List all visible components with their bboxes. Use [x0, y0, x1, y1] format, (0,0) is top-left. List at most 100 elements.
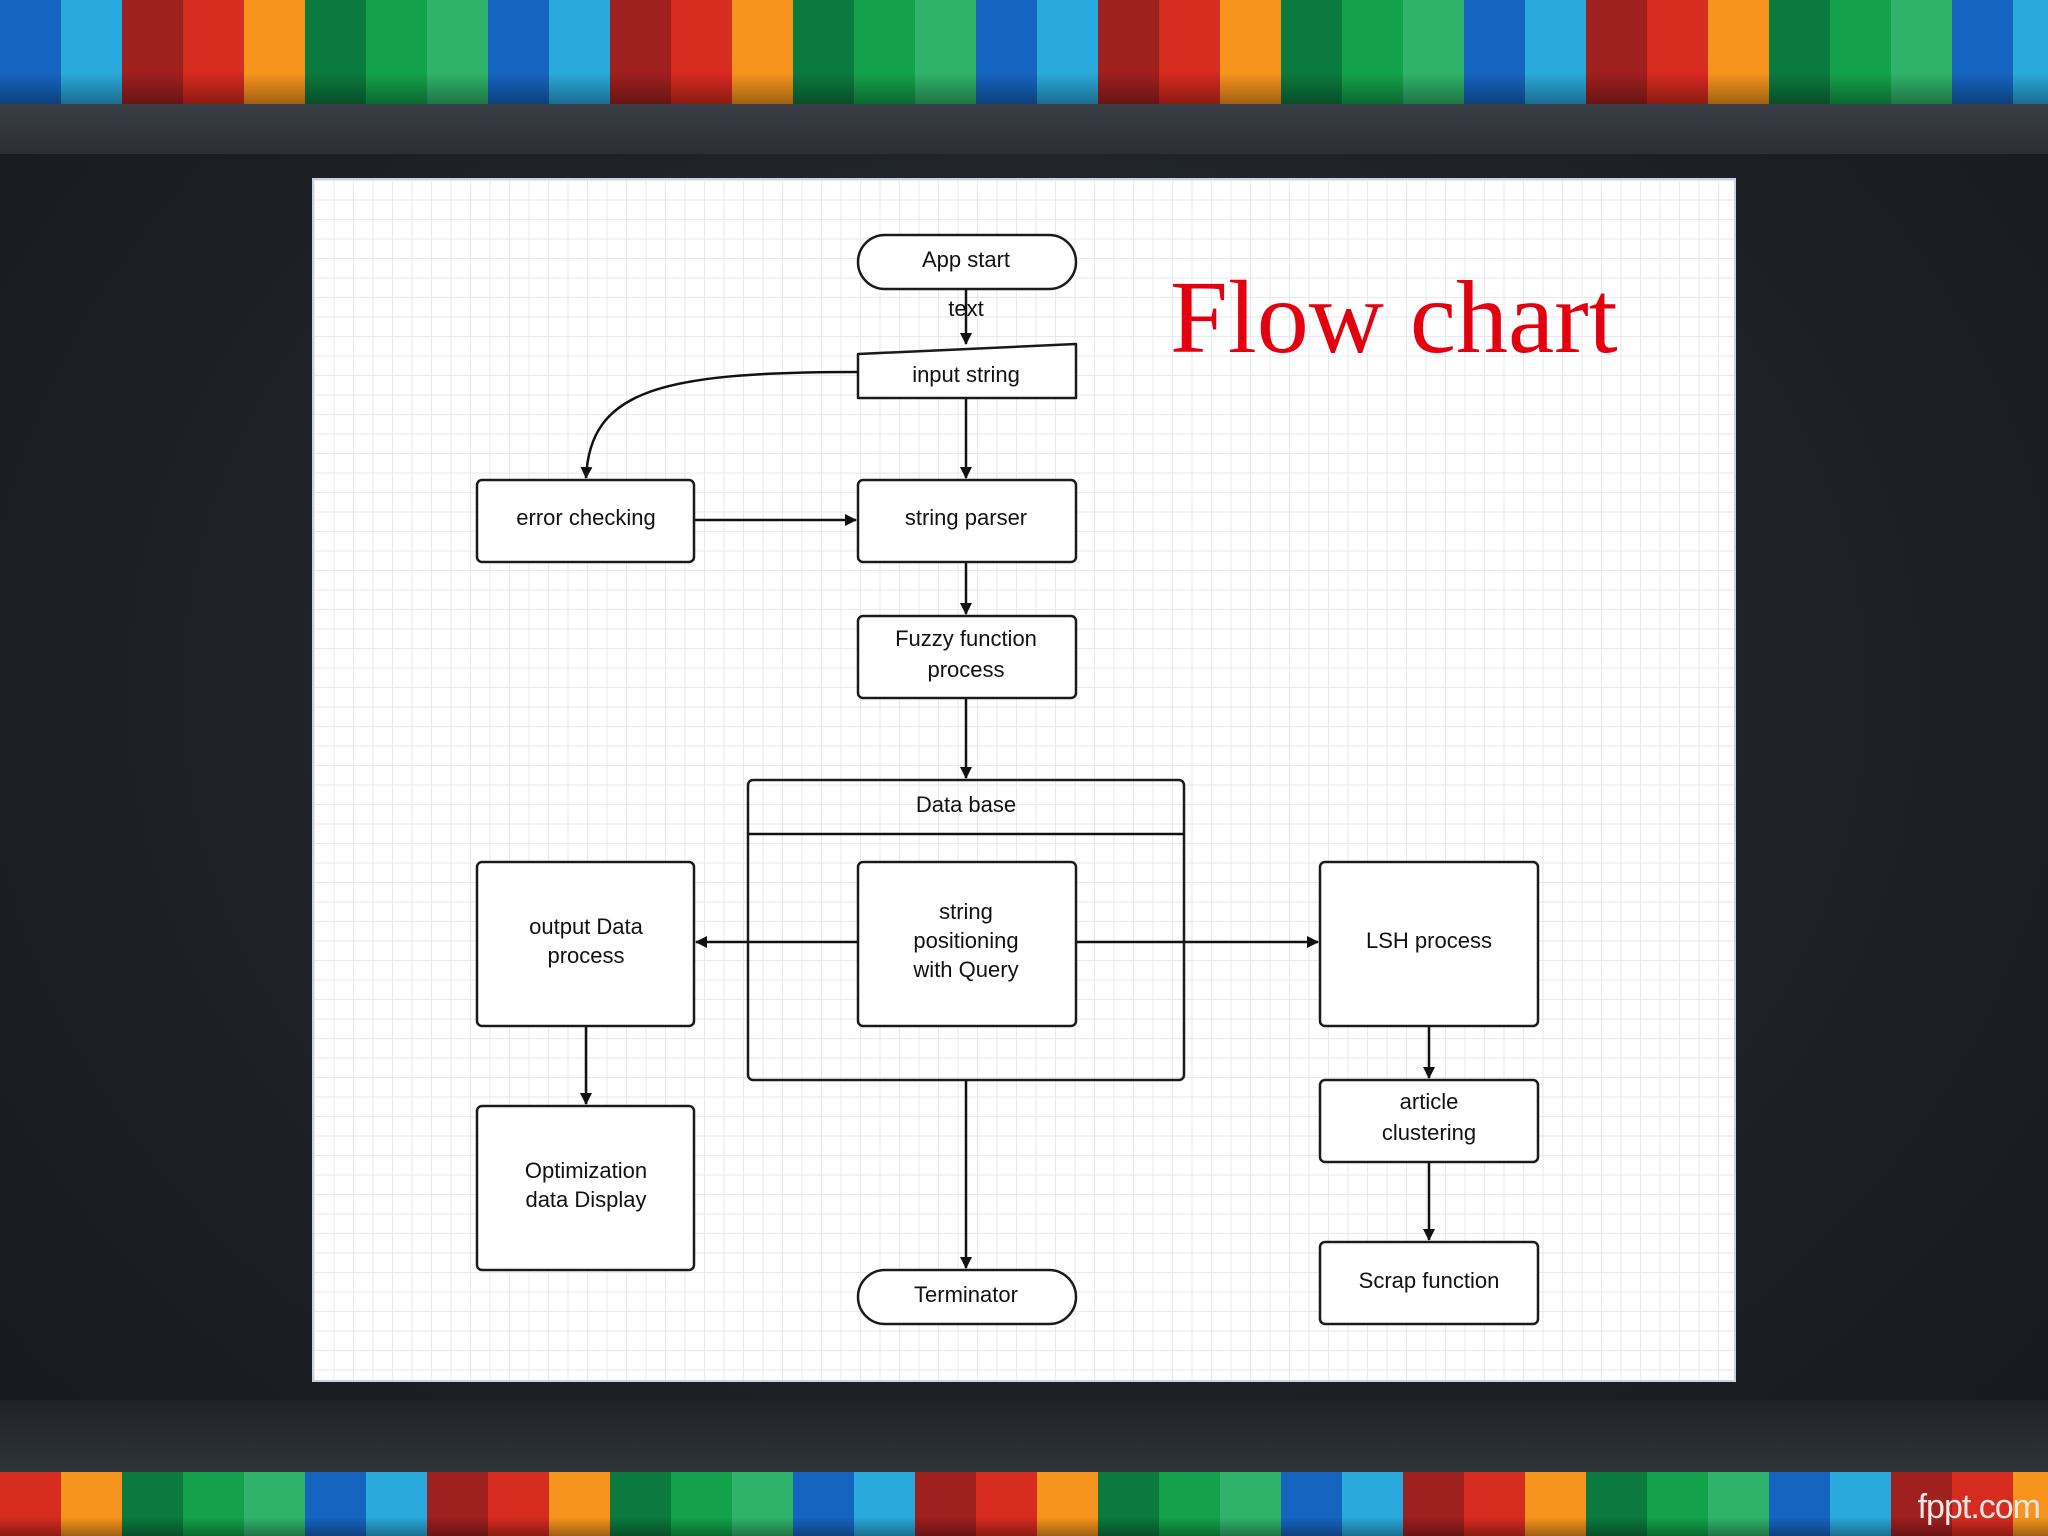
stripe-segment [549, 0, 610, 104]
optimization-label-line1: Optimization [525, 1158, 647, 1183]
bottom-color-stripe [0, 1472, 2048, 1536]
stripe-segment [732, 0, 793, 104]
stripe-segment [122, 1472, 183, 1536]
terminator-label: Terminator [914, 1282, 1018, 1307]
input-node: input string [856, 342, 1078, 400]
stripe-segment [1952, 1472, 2013, 1536]
stripe-segment [1220, 1472, 1281, 1536]
article-clustering-node: article clustering [1318, 1078, 1540, 1164]
stripe-segment [1525, 0, 1586, 104]
top-dark-band [0, 104, 2048, 154]
stripe-segment [1098, 1472, 1159, 1536]
stripe-segment [610, 1472, 671, 1536]
bottom-dark-band [0, 1400, 2048, 1472]
stripe-segment [1220, 0, 1281, 104]
stripe-segment [183, 0, 244, 104]
stripe-segment [1891, 0, 1952, 104]
stripe-segment [488, 0, 549, 104]
stripe-segment [244, 1472, 305, 1536]
database-label: Data base [916, 792, 1016, 817]
string-parser-node: string parser [856, 478, 1078, 564]
start-node-label: App start [922, 247, 1010, 272]
error-checking-node: error checking [475, 478, 696, 564]
stripe-segment [1769, 0, 1830, 104]
terminator-node: Terminator [856, 1268, 1078, 1326]
stripe-segment [1952, 0, 2013, 104]
edges [580, 290, 1435, 1269]
stripe-segment [549, 1472, 610, 1536]
query-label-line3: with Query [912, 957, 1018, 982]
stripe-segment [854, 0, 915, 104]
stripe-segment [488, 1472, 549, 1536]
scrap-function-node: Scrap function [1318, 1240, 1540, 1326]
stripe-segment [1891, 1472, 1952, 1536]
stripe-segment [1769, 1472, 1830, 1536]
stripe-segment [1708, 1472, 1769, 1536]
lsh-process-node: LSH process [1318, 860, 1540, 1028]
stripe-segment [244, 0, 305, 104]
stripe-segment [1037, 0, 1098, 104]
stripe-segment [1159, 0, 1220, 104]
stripe-segment [305, 0, 366, 104]
stripe-segment [976, 0, 1037, 104]
stripe-segment [732, 1472, 793, 1536]
error-checking-label: error checking [516, 505, 655, 530]
stripe-segment [915, 1472, 976, 1536]
database-container: Data base [746, 778, 1186, 1082]
stripe-segment [1586, 0, 1647, 104]
top-color-stripe [0, 0, 2048, 104]
stripe-segment [1464, 0, 1525, 104]
stripe-segment [1525, 1472, 1586, 1536]
start-node: App start [856, 233, 1078, 291]
edge-input-to-error [580, 370, 859, 479]
stripe-segment [671, 1472, 732, 1536]
stripe-segment [61, 1472, 122, 1536]
stripe-segment [1586, 1472, 1647, 1536]
query-label-line1: string [939, 899, 993, 924]
stripe-segment [61, 0, 122, 104]
stripe-segment [1342, 1472, 1403, 1536]
stripe-segment [793, 1472, 854, 1536]
fuzzy-process-node: Fuzzy function process [856, 614, 1078, 700]
clustering-label-line1: article [1400, 1089, 1459, 1114]
output-process-label-line1: output Data [529, 914, 644, 939]
stripe-segment [1403, 1472, 1464, 1536]
lsh-process-label: LSH process [1366, 928, 1492, 953]
stripe-segment [366, 0, 427, 104]
slide-title: Flow chart [1170, 260, 1618, 375]
string-parser-label: string parser [905, 505, 1027, 530]
stripe-segment [1342, 0, 1403, 104]
stripe-segment [1403, 0, 1464, 104]
stripe-segment [610, 0, 671, 104]
clustering-label-line2: clustering [1382, 1120, 1476, 1145]
stripe-segment [1281, 1472, 1342, 1536]
stripe-segment [2013, 1472, 2048, 1536]
watermark-logo: fppt.com [1917, 1488, 2041, 1526]
output-process-label-line2: process [547, 943, 624, 968]
stripe-segment [1830, 0, 1891, 104]
stripe-segment [427, 0, 488, 104]
stripe-segment [915, 0, 976, 104]
stripe-segment [0, 0, 61, 104]
stripe-segment [183, 1472, 244, 1536]
stripe-segment [366, 1472, 427, 1536]
input-node-label: input string [912, 362, 1020, 387]
stripe-segment [1037, 1472, 1098, 1536]
stripe-segment [976, 1472, 1037, 1536]
stripe-segment [1708, 0, 1769, 104]
stripe-segment [1098, 0, 1159, 104]
stripe-segment [1647, 1472, 1708, 1536]
stripe-segment [427, 1472, 488, 1536]
stripe-segment [122, 0, 183, 104]
scrap-function-label: Scrap function [1359, 1268, 1500, 1293]
edge-label-text: text [948, 296, 983, 321]
stripe-segment [1281, 0, 1342, 104]
stripe-segment [1647, 0, 1708, 104]
output-process-node: output Data process [475, 860, 696, 1028]
stripe-segment [1830, 1472, 1891, 1536]
fuzzy-process-label-line1: Fuzzy function [895, 626, 1037, 651]
stripe-segment [1464, 1472, 1525, 1536]
stripe-segment [305, 1472, 366, 1536]
stripe-segment [2013, 0, 2048, 104]
